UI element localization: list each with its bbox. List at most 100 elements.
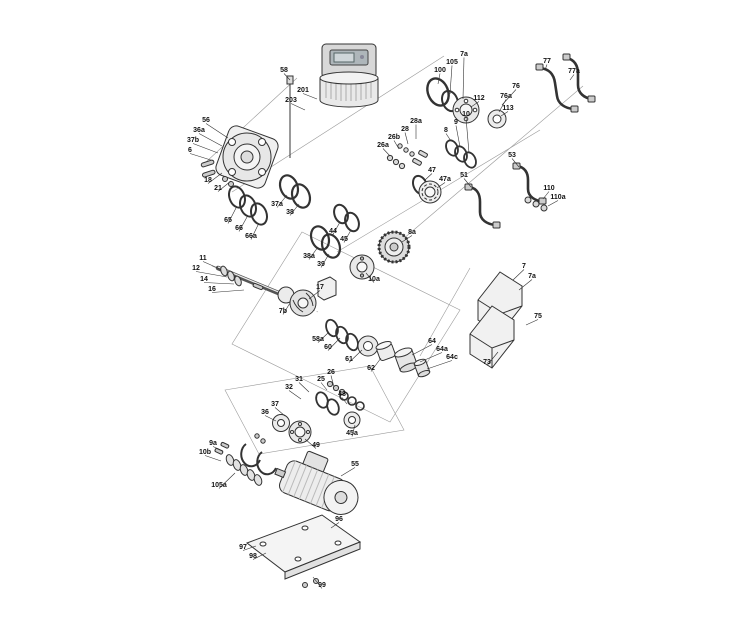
part-label: 100 [434,67,446,74]
label-leader-line [411,344,433,356]
label-leader-line [462,57,465,100]
label-leader-line [424,173,433,181]
part-label: 98 [249,553,257,560]
part-label: 44 [329,228,337,235]
o-rings [228,77,477,416]
part-label: 99 [318,582,326,589]
label-leader-line [341,397,348,405]
labels-layer: 582012035636a37b61821656666a37a3838a3944… [187,51,580,589]
part-label: 203 [285,97,297,104]
label-leader-line [470,101,480,108]
part-label: 26a [377,142,389,149]
part-label: 10b [199,449,211,456]
part-label: 113 [502,105,513,112]
label-leader-line [393,140,400,150]
part-label: 77a [568,68,580,75]
spline-coupling [377,230,411,264]
part-label: 37 [271,401,279,408]
part-label: 56 [202,117,210,124]
part-label: 61 [345,356,353,363]
label-leader-line [238,216,248,232]
label-leader-line [212,446,224,452]
part-label: 38 [286,209,294,216]
label-leader-line [511,158,520,168]
part-label: 17 [316,284,324,291]
part-label: 7b [279,308,287,315]
part-label: 26 [327,369,335,376]
label-leader-line [382,148,391,157]
part-label: 49 [312,442,320,449]
label-leader-line [370,357,382,372]
part-label: 9 [454,119,458,126]
label-leader-line [302,93,318,100]
label-leader-line [189,153,215,162]
label-leader-line [343,229,352,243]
label-leader-line [542,191,550,200]
part-label: 77 [543,58,551,65]
part-label: 21 [214,185,222,192]
label-leader-line [304,438,317,449]
label-leader-line [252,552,267,560]
part-label: 31 [295,376,303,383]
label-leader-line [312,576,323,589]
label-leader-line [317,331,330,343]
label-leader-line [276,194,288,208]
coupling-flange [349,254,375,280]
part-label: 66a [245,233,257,240]
part-label: 12 [192,265,200,272]
motor-body-fins [282,460,335,509]
label-leader-line [205,123,229,139]
seal-seat-disc [487,109,507,129]
motor-fins [325,80,372,101]
label-leader-line [308,246,319,260]
label-leader-line [404,132,409,145]
seal-stack [357,335,431,378]
label-leader-line [525,319,539,326]
label-leader-line [486,351,499,366]
label-leader-line [455,125,461,148]
part-label: 38a [303,253,315,260]
label-leader-line [202,261,221,270]
part-label: 64a [436,346,448,353]
label-leader-line [207,172,223,184]
label-leader-line [547,200,559,207]
label-leader-line [211,289,245,293]
part-label: 64c [446,354,458,361]
part-label: 37b [187,137,199,144]
label-leader-line [500,111,509,117]
part-label: 8a [408,229,416,236]
sleeve [394,347,418,373]
label-leader-line [449,65,453,95]
stud-pin [286,75,294,158]
pipes [468,56,594,227]
label-leader-line [330,375,335,388]
part-label: 7a [460,51,468,58]
label-leader-line [227,207,237,224]
label-leader-line [365,272,375,283]
part-label: 8 [444,127,448,134]
part-label: 58a [312,336,324,343]
label-leader-line [289,203,300,216]
label-leader-line [320,253,330,268]
part-label: 7 [522,263,526,270]
part-label: 58 [280,67,288,74]
part-label: 60 [324,344,332,351]
part-label: 51 [460,172,468,179]
coupling-guard [214,441,277,486]
label-leader-line [437,73,441,85]
label-leader-line [242,545,257,551]
part-label: 10a [368,276,380,283]
part-label: 76a [500,93,512,100]
part-label: 76 [512,83,520,90]
label-leader-line [436,182,446,189]
label-leader-line [283,73,291,81]
motor [274,450,359,515]
part-label: 48 [338,391,346,398]
small-plugs [524,196,548,212]
label-leader-line [426,360,453,370]
label-leader-line [198,133,223,147]
part-label: 105a [211,482,227,489]
label-leader-line [274,407,286,417]
part-label: 28 [401,126,409,133]
part-label: 110a [550,194,565,201]
